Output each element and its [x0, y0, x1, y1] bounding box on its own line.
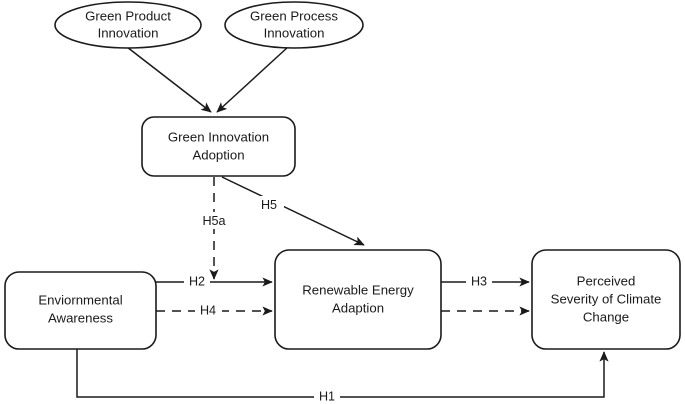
node-perceived-severity-of-climate-change[interactable]: Perceived Severity of Climate Change — [531, 249, 681, 350]
edge-label-h5: H5 — [261, 198, 277, 212]
edge-h1: H1 — [76, 349, 609, 404]
renewable-energy-adaption-label-line1: Renewable Energy — [302, 282, 414, 297]
environmental-awareness-label-line2: Awareness — [48, 310, 113, 325]
renewable-energy-adaption-shape — [274, 249, 442, 350]
edge-label-h1: H1 — [319, 389, 335, 403]
edge-h5a: H5a — [196, 177, 232, 280]
edge-label-h5a: H5a — [202, 214, 225, 228]
renewable-energy-adaption-label-line2: Adaption — [332, 300, 384, 315]
edge-label-h2: H2 — [189, 274, 205, 288]
environmental-awareness-label-line1: Enviornmental — [38, 292, 122, 307]
perceived-severity-shape — [531, 249, 681, 350]
green-product-innovation-label-line2: Innovation — [98, 25, 159, 40]
green-process-innovation-label-line2: Innovation — [264, 25, 325, 40]
perceived-severity-label-line1: Perceived — [577, 273, 636, 288]
green-process-innovation-shape — [224, 1, 364, 49]
edge-process-to-adoption — [216, 46, 289, 113]
green-product-innovation-label-line1: Green Product — [85, 8, 171, 23]
edge-h5: H5 — [221, 176, 365, 246]
edge-label-h4: H4 — [200, 303, 216, 317]
node-renewable-energy-adaption[interactable]: Renewable Energy Adaption — [274, 249, 442, 350]
green-innovation-adoption-label-line2: Adoption — [192, 147, 244, 162]
node-environmental-awareness[interactable]: Enviornmental Awareness — [4, 271, 157, 350]
green-innovation-adoption-shape — [141, 116, 296, 177]
perceived-severity-label-line3: Change — [583, 309, 629, 324]
edge-h3: H3 — [441, 273, 530, 291]
green-innovation-adoption-label-line1: Green Innovation — [168, 129, 269, 144]
edge-label-h3: H3 — [471, 274, 487, 288]
edge-h2: H2 — [156, 273, 273, 291]
node-green-process-innovation[interactable]: Green Process Innovation — [224, 1, 364, 49]
node-green-innovation-adoption[interactable]: Green Innovation Adoption — [141, 116, 296, 177]
edge-product-to-adoption — [126, 46, 212, 113]
green-product-innovation-shape — [54, 1, 202, 49]
edge-h4: H4 — [156, 302, 273, 320]
green-process-innovation-label-line1: Green Process — [250, 8, 338, 23]
node-green-product-innovation[interactable]: Green Product Innovation — [54, 1, 202, 49]
perceived-severity-label-line2: Severity of Climate — [551, 291, 662, 306]
environmental-awareness-shape — [4, 271, 157, 350]
